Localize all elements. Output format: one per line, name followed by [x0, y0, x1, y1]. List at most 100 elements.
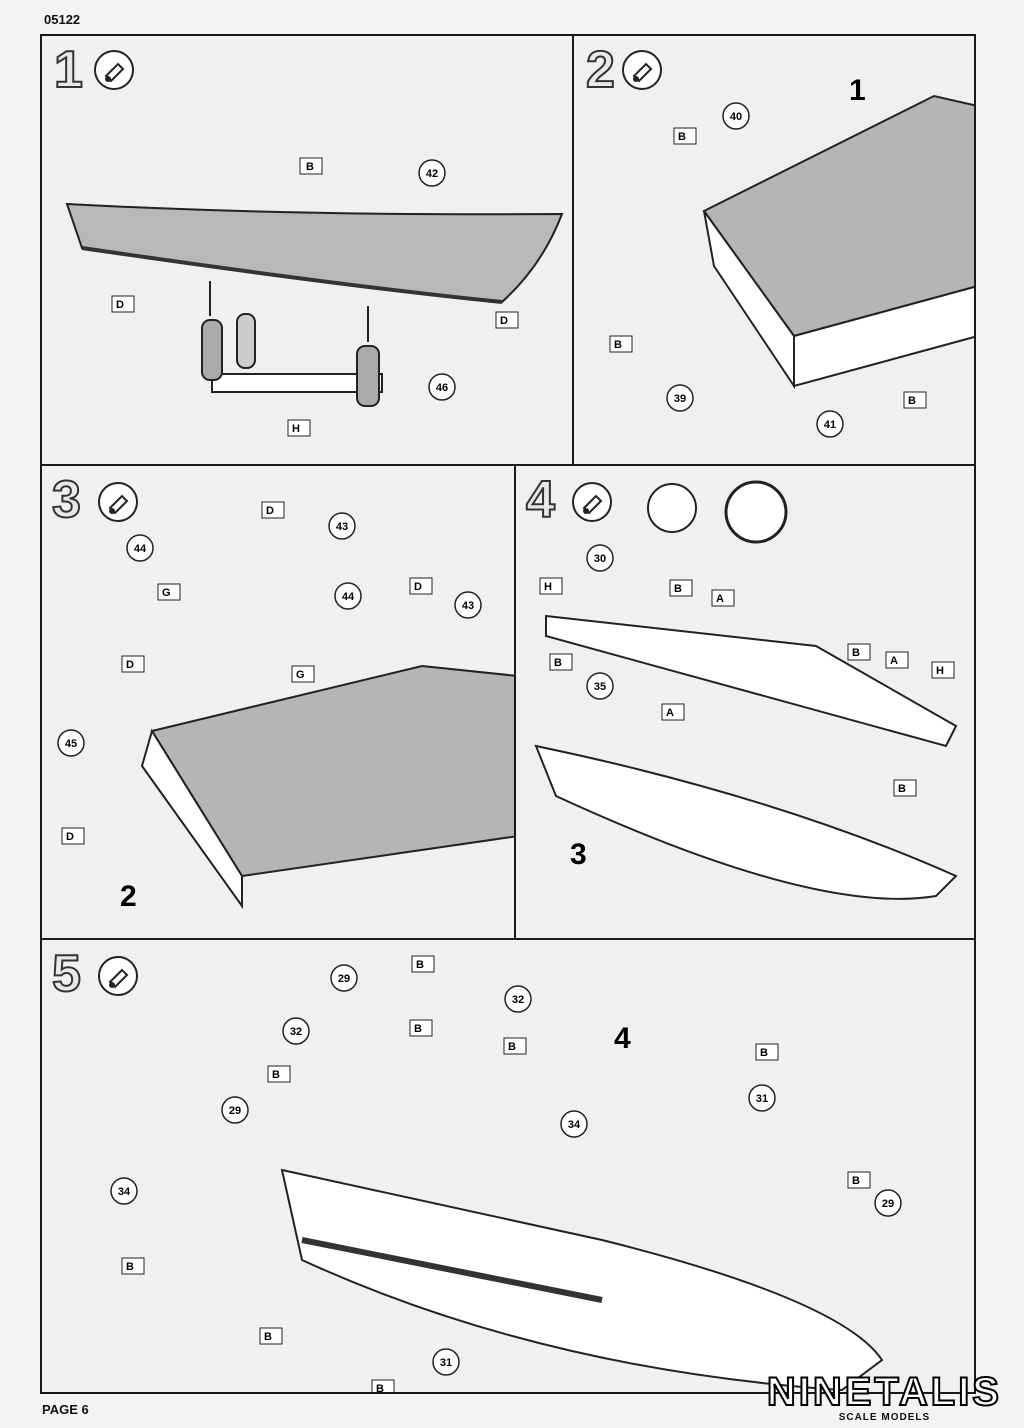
part-label: 40: [730, 111, 742, 123]
paint-tag: [847, 1171, 871, 1189]
paint-label: D: [66, 831, 74, 843]
paint-tag: [121, 1257, 145, 1275]
paint-label: B: [554, 657, 562, 669]
brand-subtitle: SCALE MODELS: [838, 1412, 931, 1423]
assembly-number: 3: [570, 838, 587, 871]
part-label: 30: [594, 553, 606, 565]
step-3-panel: 3 2 44 43 44 43 45 D G D G D D: [40, 464, 516, 940]
paint-label: H: [292, 423, 300, 435]
part-31-callout: [748, 1084, 776, 1112]
part-32-callout: [504, 985, 532, 1013]
part-31-callout: [432, 1348, 460, 1376]
paint-tag: [609, 335, 633, 353]
paint-tag: [893, 779, 917, 797]
part-35-callout: [586, 672, 614, 700]
part-label: 35: [594, 681, 606, 693]
part-label: 39: [674, 393, 686, 405]
glue-tube-icon: [622, 50, 662, 90]
paint-tag: [61, 827, 85, 845]
paint-tag: [261, 501, 285, 519]
paint-label: D: [414, 581, 422, 593]
paint-label: B: [852, 1175, 860, 1187]
part-label: 34: [568, 1119, 581, 1131]
glue-tube-icon: [98, 482, 138, 522]
paint-tag: [409, 1019, 433, 1037]
glue-tube-icon: [94, 50, 134, 90]
step-1-number: 1: [53, 40, 84, 100]
part-label: 41: [824, 419, 836, 431]
step-1-panel: 1 42 46 B D D H: [40, 34, 574, 466]
paint-label: H: [936, 665, 944, 677]
paint-label: B: [908, 395, 916, 407]
tape-icon: [647, 483, 697, 533]
part-32-callout: [282, 1017, 310, 1045]
step-5-panel: 5 4 29 32 32 29 34 34 31 31 29 B B B B B: [40, 938, 976, 1394]
paint-label: A: [890, 655, 898, 667]
part-29-callout: [330, 964, 358, 992]
step-5-drawing: 4 29 32 32 29 34 34 31 31 29 B B B B B B…: [110, 955, 902, 1394]
paint-label: B: [508, 1041, 516, 1053]
part-44-callout: [334, 582, 362, 610]
part-39-callout: [666, 384, 694, 412]
paint-label: B: [678, 131, 686, 143]
step-4-drawing: 3 30 35 H B A B B A H A B: [534, 480, 958, 900]
step-3-drawing: 2 44 43 44 43 45 D G D G D D: [57, 501, 514, 913]
paint-label: D: [126, 659, 134, 671]
paint-label: D: [266, 505, 274, 517]
part-43-callout: [454, 591, 482, 619]
part-29-callout: [221, 1096, 249, 1124]
paint-tag: [371, 1379, 395, 1392]
paint-label: D: [116, 299, 124, 311]
paint-tag: [755, 1043, 779, 1061]
paint-tag: [847, 643, 871, 661]
paint-tag: [669, 579, 693, 597]
paint-label: B: [126, 1261, 134, 1273]
paint-tag: [409, 577, 433, 595]
page-number: PAGE 6: [42, 1402, 89, 1417]
step-2-number: 2: [585, 40, 616, 100]
part-label: 45: [65, 738, 77, 750]
step-3-number: 3: [51, 470, 82, 530]
part-label: 46: [436, 382, 448, 394]
paint-tag: [291, 665, 315, 683]
part-label: 32: [512, 994, 524, 1006]
part-label: 44: [134, 543, 147, 555]
paint-label: B: [376, 1383, 384, 1394]
paint-tag: [885, 651, 909, 669]
paint-tag: [299, 157, 323, 175]
paint-tag: [539, 577, 563, 595]
brand-name: NINETALIS: [766, 1370, 1002, 1414]
paint-tag: [121, 655, 145, 673]
part-label: 43: [462, 600, 474, 612]
part-label: 44: [342, 591, 355, 603]
paint-label: B: [414, 1023, 422, 1035]
paint-label: B: [852, 647, 860, 659]
part-label: 42: [426, 168, 438, 180]
glue-tube-icon: [572, 482, 612, 522]
paint-tag: [111, 295, 135, 313]
assembly-number: 2: [120, 880, 137, 913]
paint-label: H: [544, 581, 552, 593]
watermark-logo: NINETALIS SCALE MODELS: [766, 1370, 1002, 1423]
assembly-number: 1: [849, 74, 866, 107]
drying-clock-icon: [724, 480, 788, 544]
part-34-callout: [110, 1177, 138, 1205]
paint-label: B: [674, 583, 682, 595]
part-40-callout: [722, 102, 750, 130]
part-30-callout: [586, 544, 614, 572]
part-44-callout: [126, 534, 154, 562]
paint-label: B: [306, 161, 314, 173]
step-1-drawing: 42 46 B D D H: [65, 157, 564, 437]
paint-tag: [503, 1037, 527, 1055]
assembly-number: 4: [614, 1022, 631, 1055]
part-46-callout: [428, 373, 456, 401]
paint-tag: [495, 311, 519, 329]
paint-tag: [711, 589, 735, 607]
kit-code: 05122: [44, 12, 81, 27]
paint-tag: [157, 583, 181, 601]
paint-tag: [267, 1065, 291, 1083]
part-41-callout: [816, 410, 844, 438]
paint-label: B: [898, 783, 906, 795]
part-label: 34: [118, 1186, 131, 1198]
glue-tube-icon: [98, 956, 138, 996]
